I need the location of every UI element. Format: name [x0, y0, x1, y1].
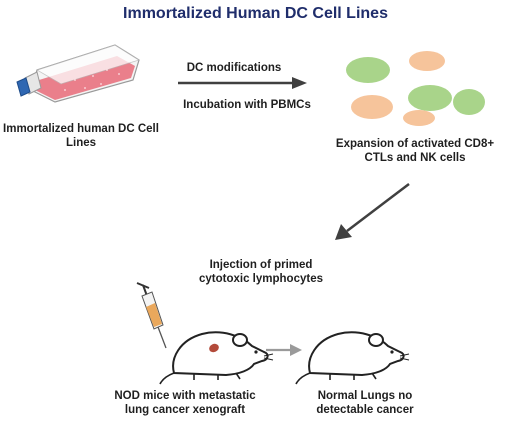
syringe-icon [136, 282, 167, 349]
flask-label: Immortalized human DC Cell Lines [3, 123, 159, 149]
healthy-mouse-label: Normal Lungs no detectable cancer [316, 390, 414, 416]
injection-arrow-icon [335, 183, 410, 240]
step-incubation-label: Incubation with PBMCs [183, 99, 311, 111]
process-arrow-icon [178, 77, 307, 89]
activated-cells-icon [346, 51, 485, 126]
injection-label: Injection of primed cytotoxic lymphocyte… [199, 259, 323, 285]
tumor-mouse-icon [159, 331, 274, 385]
outcome-arrow-icon [266, 344, 302, 356]
tumor-mouse-label: NOD mice with metastatic lung cancer xen… [114, 390, 256, 416]
diagram-title: Immortalized Human DC Cell Lines [123, 5, 388, 22]
healthy-mouse-icon [295, 331, 410, 385]
step-modification-label: DC modifications [186, 62, 282, 74]
expansion-label: Expansion of activated CD8+ CTLs and NK … [335, 138, 495, 164]
cell-culture-flask-icon [16, 44, 140, 103]
